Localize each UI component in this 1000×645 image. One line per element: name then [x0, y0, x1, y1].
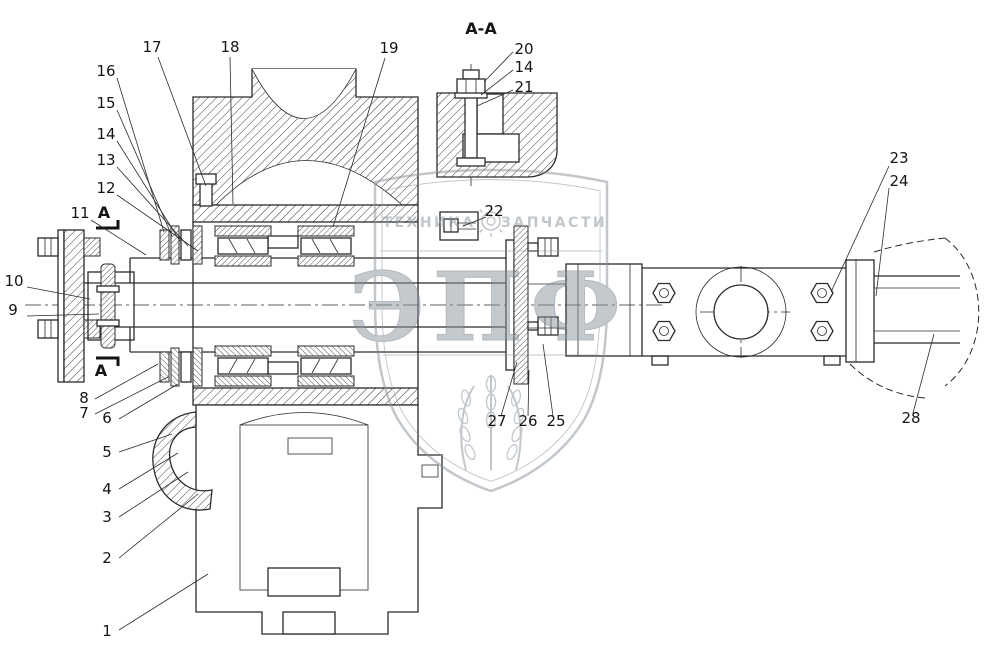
- section-view-label: A-A: [465, 19, 497, 38]
- callout-labels: A-A A A 17 18 19 20 14 21 16 15 14 13 12…: [4, 19, 920, 640]
- leader-lines: [26, 51, 935, 631]
- retainer-stack-upper: [159, 225, 203, 265]
- callout-21: 21: [514, 78, 533, 96]
- wheat-icon: [457, 375, 525, 471]
- callout-9: 9: [8, 301, 18, 319]
- watermark-shield: [373, 168, 609, 493]
- flange-bolt-top: [37, 237, 59, 257]
- link-bolt-2: [652, 320, 676, 342]
- callout-10: 10: [4, 272, 23, 290]
- bearing-upper-right: [297, 225, 355, 267]
- callout-15: 15: [96, 94, 115, 112]
- callout-14: 14: [96, 125, 115, 143]
- callout-28: 28: [901, 409, 920, 427]
- callout-14-top: 14: [514, 58, 533, 76]
- callout-23: 23: [889, 149, 908, 167]
- callout-18: 18: [220, 38, 239, 56]
- callout-25: 25: [546, 412, 565, 430]
- upper-housing: [192, 68, 419, 406]
- callout-8: 8: [79, 389, 89, 407]
- callout-11: 11: [70, 204, 89, 222]
- flange-bolt-bottom: [37, 319, 59, 339]
- callout-16: 16: [96, 62, 115, 80]
- lower-housing: [152, 404, 443, 635]
- callout-22: 22: [484, 202, 503, 220]
- mount-pad: [439, 211, 479, 241]
- bearing-spacer-upper: [267, 235, 299, 249]
- retainer-stack-lower: [159, 347, 203, 387]
- watermark-monogram: ЭПФ: [349, 252, 628, 363]
- section-cut-label-bottom: A: [95, 361, 108, 380]
- callout-13: 13: [96, 151, 115, 169]
- callout-1: 1: [102, 622, 112, 640]
- callout-19: 19: [379, 39, 398, 57]
- link-bolt-1: [652, 282, 676, 304]
- end-disc-and-bolts: [505, 225, 559, 385]
- section-cut-label-top: A: [98, 203, 111, 222]
- callout-5: 5: [102, 443, 112, 461]
- watermark: ТЕХНИКА ЗАПЧАСТИ ЭПФ: [349, 168, 628, 493]
- callout-17: 17: [142, 38, 161, 56]
- callout-27: 27: [487, 412, 506, 430]
- section-view-aa: [436, 64, 558, 186]
- bearing-lower-right: [297, 345, 355, 387]
- disc-bolt-bottom: [537, 316, 559, 336]
- aa-washer: [454, 92, 488, 99]
- aa-stud: [464, 95, 478, 159]
- clevis-pin: [100, 263, 116, 349]
- axle-assembly: [25, 225, 665, 387]
- end-bracket: [845, 259, 875, 363]
- callout-6: 6: [102, 409, 112, 427]
- end-disc: [513, 225, 529, 385]
- link-bolt-4: [810, 320, 834, 342]
- watermark-word-right: ЗАПЧАСТИ: [501, 215, 607, 231]
- callout-3: 3: [102, 508, 112, 526]
- bearing-spacer-lower: [267, 361, 299, 375]
- watermark-word-left: ТЕХНИКА: [382, 215, 475, 231]
- bearing-upper-left: [214, 225, 272, 267]
- link-eye: [713, 284, 769, 340]
- link-bolt-3: [810, 282, 834, 304]
- link-arm: [528, 259, 875, 366]
- callout-2: 2: [102, 549, 112, 567]
- callout-4: 4: [102, 480, 112, 498]
- callout-12: 12: [96, 179, 115, 197]
- callout-24: 24: [889, 172, 908, 190]
- hydraulic-cylinder: [849, 237, 980, 399]
- left-flange: [37, 229, 135, 383]
- stud-nut: [195, 173, 217, 185]
- bearing-lower-left: [214, 345, 272, 387]
- callout-20: 20: [514, 40, 533, 58]
- gear-icon: [475, 205, 507, 237]
- callout-26: 26: [518, 412, 537, 430]
- callout-7: 7: [79, 404, 89, 422]
